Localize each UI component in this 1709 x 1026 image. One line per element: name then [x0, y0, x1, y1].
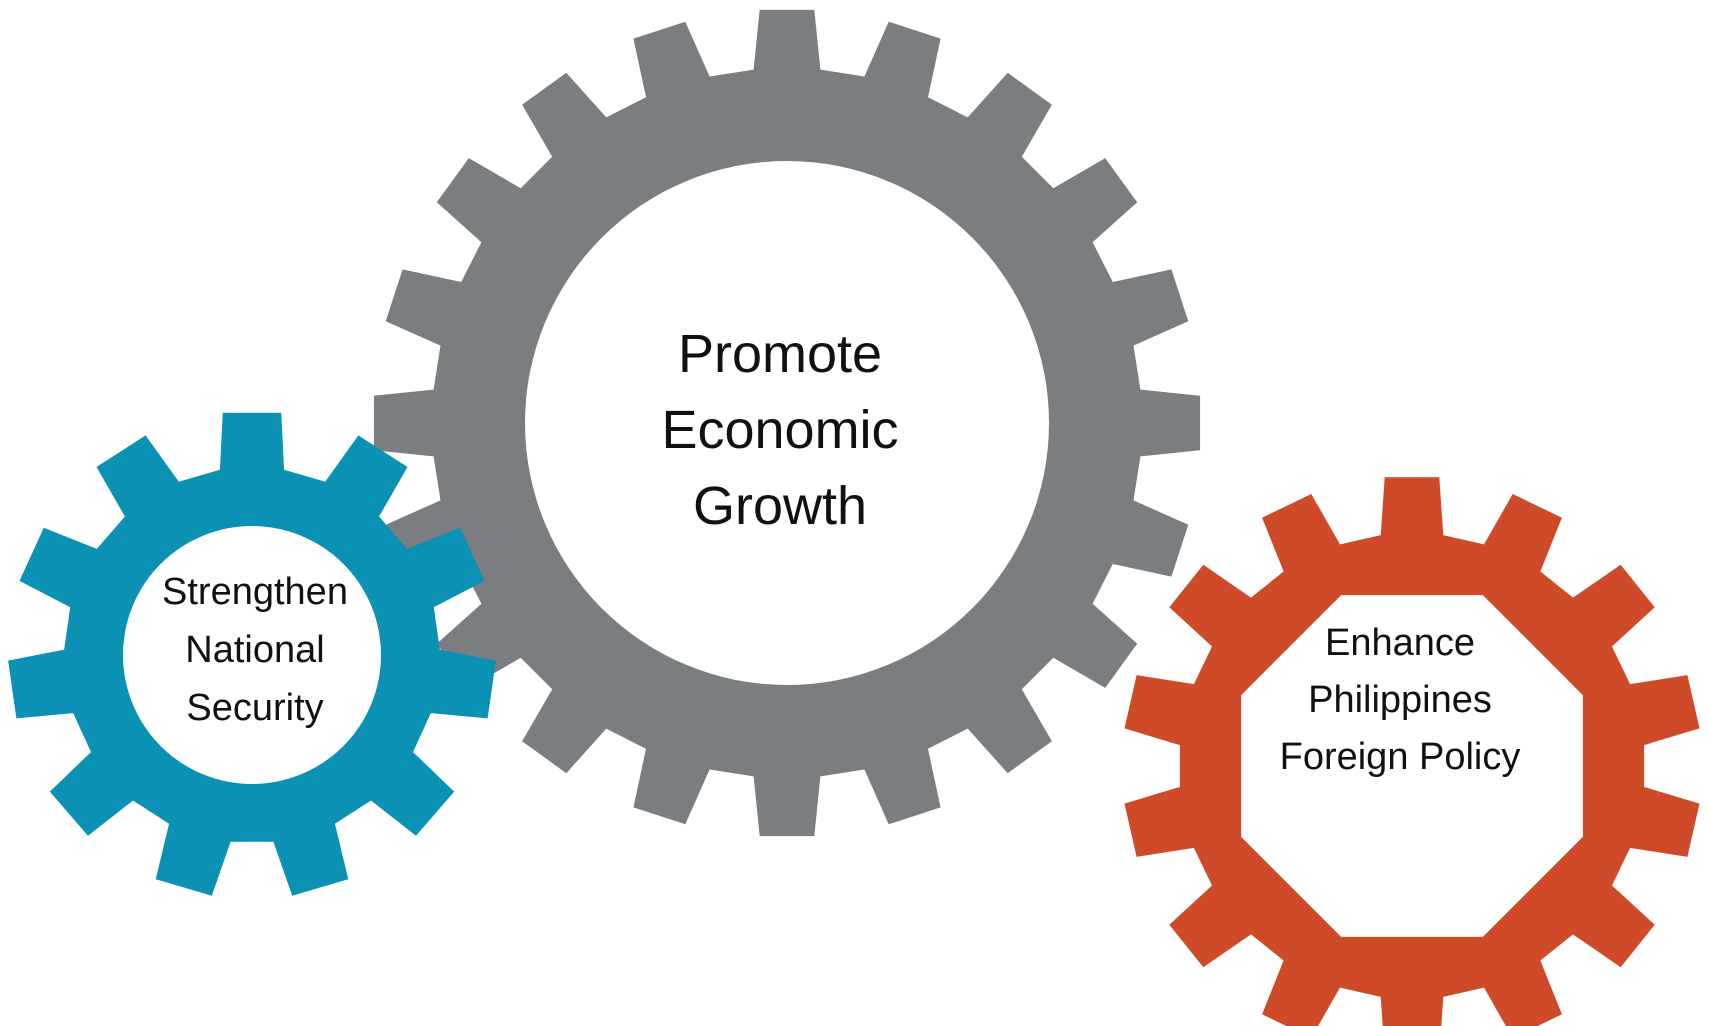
national-security-label-line-1: Strengthen: [162, 571, 348, 613]
national-security-label-line-3: Security: [186, 687, 324, 729]
gear-foreign-policy-hole: [1241, 595, 1583, 937]
economic-growth-label-line-1: Promote: [677, 324, 883, 384]
economic-growth-label-line-2: Economic: [661, 400, 899, 460]
foreign-policy-label-line-1: Enhance: [1324, 621, 1475, 664]
gear-national-security-hole: [123, 526, 381, 784]
national-security-label-line-2: National: [185, 629, 325, 671]
gear-economic-growth-hole: [525, 161, 1049, 685]
foreign-policy-label-line-2: Philippines: [1308, 678, 1492, 721]
foreign-policy-label-line-3: Foreign Policy: [1279, 735, 1521, 778]
economic-growth-label: Promote Economic Growth: [600, 310, 960, 550]
economic-growth-label-line-3: Growth: [692, 476, 868, 536]
foreign-policy-label: Enhance Philippines Foreign Policy: [1230, 610, 1570, 790]
national-security-label: Strengthen National Security: [120, 560, 390, 740]
